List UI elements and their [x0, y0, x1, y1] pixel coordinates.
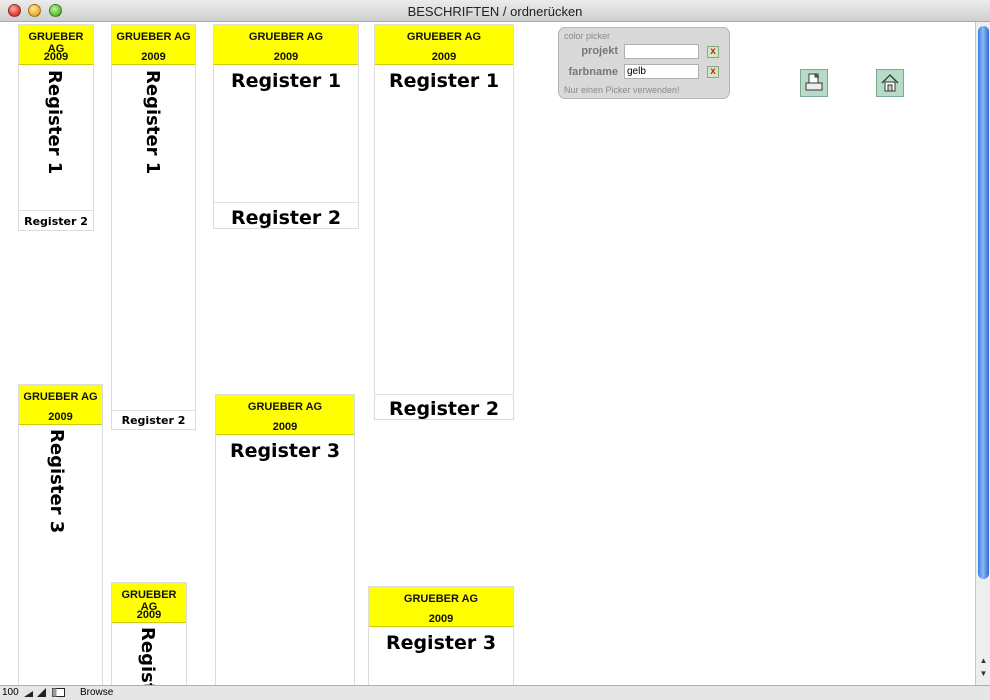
home-icon	[881, 74, 899, 92]
label-header: GRUEBER AG 2009	[112, 583, 186, 623]
divider	[112, 410, 195, 411]
label-card: GRUEBER AG 2009 Register 3	[18, 384, 103, 685]
label-card: GRUEBER AG 2009 Register 3	[111, 582, 187, 685]
clear-farbname-button[interactable]: x	[707, 66, 719, 78]
label-header: GRUEBER AG 2009	[19, 385, 102, 425]
company-name: GRUEBER AG	[28, 31, 84, 55]
divider	[375, 394, 513, 395]
register-3-label: Register 3	[137, 627, 158, 685]
register-1-label: Register 1	[230, 70, 342, 92]
label-header: GRUEBER AG 2009	[214, 25, 358, 65]
company-name: GRUEBER AG	[116, 31, 191, 43]
minimize-window-button[interactable]	[28, 4, 41, 17]
label-header: GRUEBER AG 2009	[112, 25, 195, 65]
label-header: GRUEBER AG 2009	[369, 587, 513, 627]
zoom-in-icon[interactable]	[37, 688, 46, 697]
vertical-scrollbar[interactable]: ▲ ▼	[975, 22, 990, 685]
scrollbar-thumb[interactable]	[978, 26, 989, 579]
register-2-label: Register 2	[24, 215, 88, 228]
company-name: GRUEBER AG	[23, 391, 98, 403]
color-picker-title: color picker	[564, 31, 611, 41]
company-name: GRUEBER AG	[248, 31, 324, 43]
zoom-window-button[interactable]	[49, 4, 62, 17]
label-card: GRUEBER AG 2009 Register 3	[368, 586, 514, 685]
company-name: GRUEBER AG	[406, 31, 482, 43]
print-icon	[805, 73, 823, 91]
close-window-button[interactable]	[8, 4, 21, 17]
label-card: GRUEBER AG 2009 Register 1 Register 2	[374, 24, 514, 420]
label-year: 2009	[272, 421, 298, 433]
register-1-label: Register 1	[142, 70, 163, 175]
label-year: 2009	[136, 609, 162, 621]
company-name: GRUEBER AG	[403, 593, 479, 605]
company-name: GRUEBER AG	[121, 589, 177, 613]
clear-projekt-button[interactable]: x	[707, 46, 719, 58]
label-card: GRUEBER AG 2009 Register 3	[215, 394, 355, 685]
register-2-label: Register 2	[121, 414, 186, 427]
label-year: 2009	[431, 51, 457, 63]
window-titlebar: BESCHRIFTEN / ordnerücken	[0, 0, 990, 22]
label-card: GRUEBER AG 2009 Register 1 Register 2	[111, 24, 196, 430]
register-2-label: Register 2	[388, 398, 500, 420]
divider	[19, 210, 93, 211]
register-1-label: Register 1	[388, 70, 500, 92]
window-title: BESCHRIFTEN / ordnerücken	[407, 4, 583, 19]
register-2-label: Register 2	[230, 207, 342, 229]
status-area-icon[interactable]	[52, 688, 65, 697]
zoom-out-icon[interactable]	[24, 688, 33, 697]
divider	[214, 202, 358, 203]
browse-mode-label: Browse	[80, 687, 114, 698]
company-name: GRUEBER AG	[247, 401, 323, 413]
projekt-input[interactable]	[624, 44, 699, 59]
zoom-level[interactable]: 100	[2, 687, 19, 698]
farbname-input[interactable]	[624, 64, 699, 79]
farbname-label: farbname	[568, 66, 618, 78]
label-year: 2009	[273, 51, 299, 63]
picker-note: Nur einen Picker verwenden!	[564, 85, 680, 95]
status-bar: 100 Browse	[0, 685, 990, 700]
home-button[interactable]	[876, 69, 904, 97]
scroll-up-icon[interactable]: ▲	[979, 656, 988, 665]
register-1-label: Register 1	[44, 70, 65, 175]
label-header: GRUEBER AG 2009	[375, 25, 513, 65]
layout-content: GRUEBER AG 2009 Register 1 Register 2 GR…	[0, 22, 975, 685]
projekt-label: projekt	[581, 45, 618, 57]
label-card: GRUEBER AG 2009 Register 1 Register 2	[18, 24, 94, 231]
register-3-label: Register 3	[46, 429, 67, 534]
label-header: GRUEBER AG 2009	[19, 25, 93, 65]
label-header: GRUEBER AG 2009	[216, 395, 354, 435]
label-year: 2009	[141, 51, 166, 63]
register-3-label: Register 3	[385, 632, 497, 654]
register-3-label: Register 3	[229, 440, 341, 462]
label-year: 2009	[48, 411, 73, 423]
label-year: 2009	[428, 613, 454, 625]
color-picker-panel: color picker projekt x farbname x Nur ei…	[558, 27, 730, 99]
label-card: GRUEBER AG 2009 Register 1 Register 2	[213, 24, 359, 229]
label-year: 2009	[43, 51, 69, 63]
print-button[interactable]	[800, 69, 828, 97]
scroll-down-icon[interactable]: ▼	[979, 669, 988, 678]
